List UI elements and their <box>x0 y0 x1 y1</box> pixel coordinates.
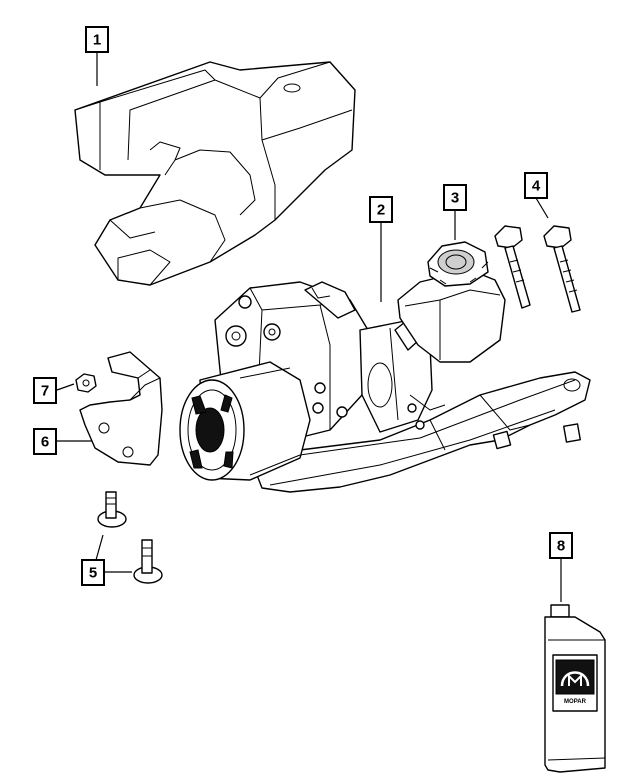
leader-lines <box>56 52 562 602</box>
callout-7-label: 7 <box>41 383 49 400</box>
leader-5a <box>95 534 104 561</box>
part-2-pump-assembly <box>179 281 591 493</box>
callout-2-label: 2 <box>377 202 385 219</box>
part-3-reservoir <box>397 241 506 363</box>
callout-4: 4 <box>524 172 548 199</box>
callout-6-label: 6 <box>41 434 49 451</box>
callout-8-label: 8 <box>557 538 565 555</box>
bolt-left <box>494 225 531 309</box>
part-1-shield <box>74 61 356 286</box>
part-6-bracket <box>79 351 163 466</box>
callout-6: 6 <box>33 428 57 455</box>
part-8-fluid-bottle: MOPAR <box>544 604 606 773</box>
stud-lower <box>133 539 163 584</box>
leader-4 <box>535 197 549 219</box>
callout-1: 1 <box>85 26 109 53</box>
part-5-studs <box>97 491 163 584</box>
callout-5-label: 5 <box>89 565 97 582</box>
mopar-logo <box>555 659 595 695</box>
callout-2: 2 <box>369 196 393 223</box>
stud-upper <box>97 491 127 528</box>
callout-4-label: 4 <box>532 178 541 195</box>
callout-8: 8 <box>549 532 573 559</box>
leader-7 <box>56 383 75 391</box>
part-4-bolts <box>494 225 581 313</box>
callout-1-label: 1 <box>93 32 101 49</box>
part-7-nut <box>75 373 97 393</box>
callout-3: 3 <box>443 184 467 211</box>
callout-3-label: 3 <box>451 190 459 207</box>
bottle-brand-text: MOPAR <box>564 699 587 705</box>
callout-7: 7 <box>33 377 57 404</box>
bolt-right <box>543 225 581 313</box>
callout-5: 5 <box>81 559 105 586</box>
